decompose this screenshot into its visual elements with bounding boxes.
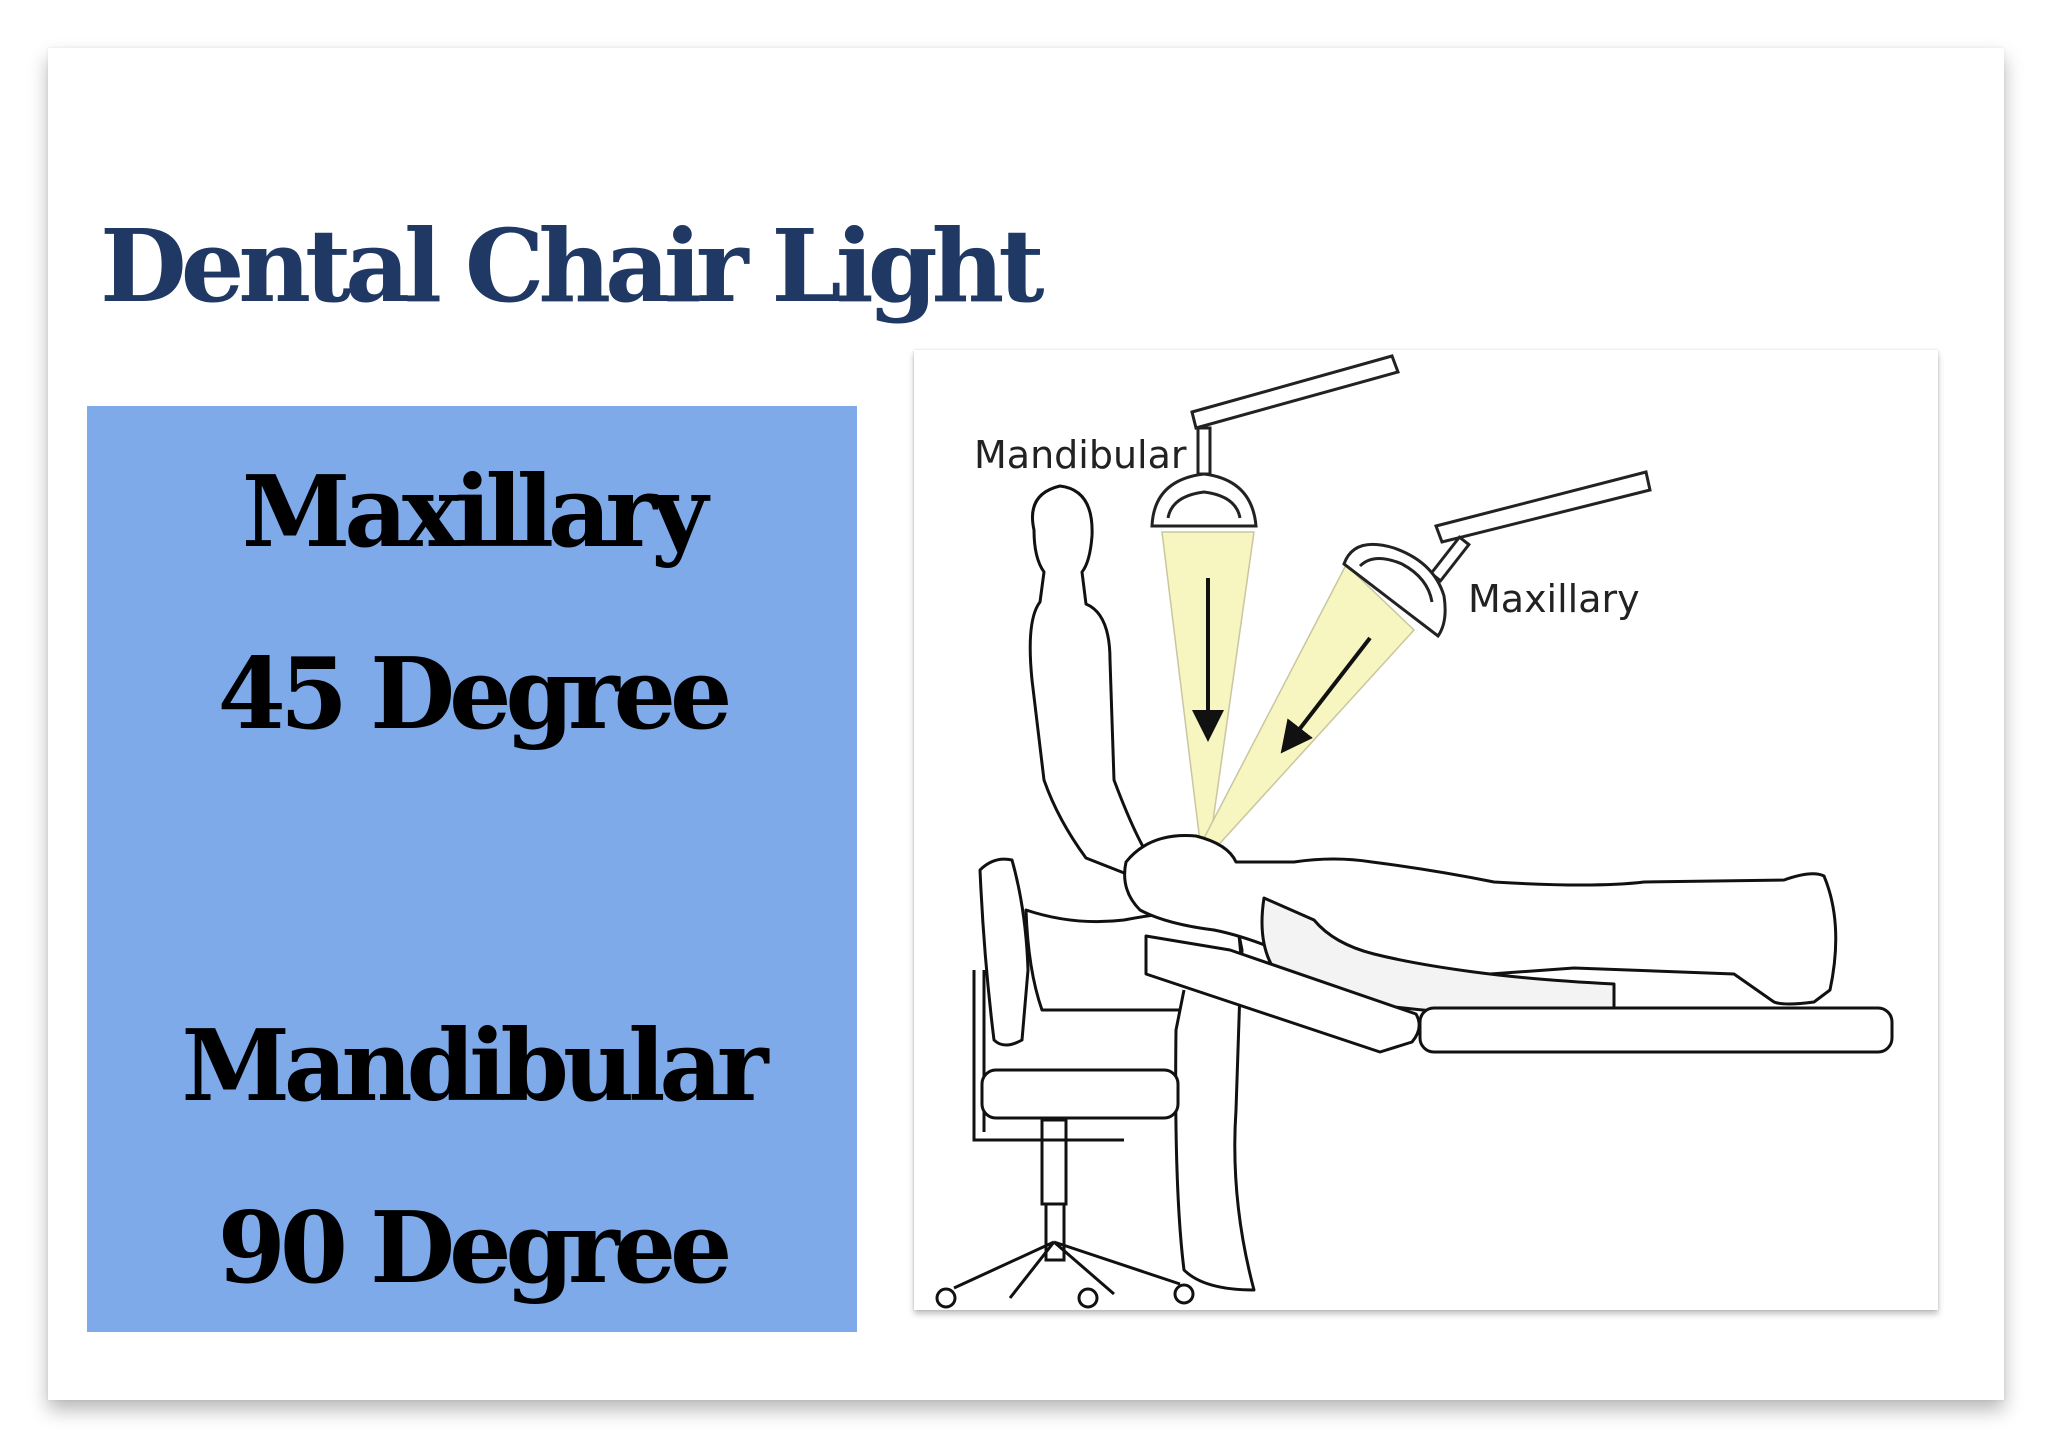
dental-chair xyxy=(1144,934,1894,1054)
maxillary-angle: 45 Degree xyxy=(217,637,733,752)
diagram-label-maxillary: Maxillary xyxy=(1468,577,1640,621)
angle-info-box: Maxillary 45 Degree Mandibular 90 Degree xyxy=(87,406,857,1332)
mandibular-heading: Mandibular xyxy=(181,1009,768,1124)
maxillary-heading: Maxillary xyxy=(241,455,708,570)
mandibular-light-icon xyxy=(1150,354,1400,528)
diagram-label-mandibular: Mandibular xyxy=(974,433,1187,477)
maxillary-arrow xyxy=(1280,636,1372,754)
slide: Dental Chair Light Maxillary 45 Degree M… xyxy=(48,48,2004,1400)
chair-light-diagram: Mandibular Maxillary xyxy=(935,354,1894,1309)
mandibular-angle: 90 Degree xyxy=(217,1191,733,1306)
maxillary-light-icon xyxy=(1342,470,1652,639)
operator-stool xyxy=(935,970,1195,1309)
dental-chair-light-illustration: Mandibular Maxillary xyxy=(914,350,1938,1310)
slide-title: Dental Chair Light xyxy=(100,207,1045,325)
